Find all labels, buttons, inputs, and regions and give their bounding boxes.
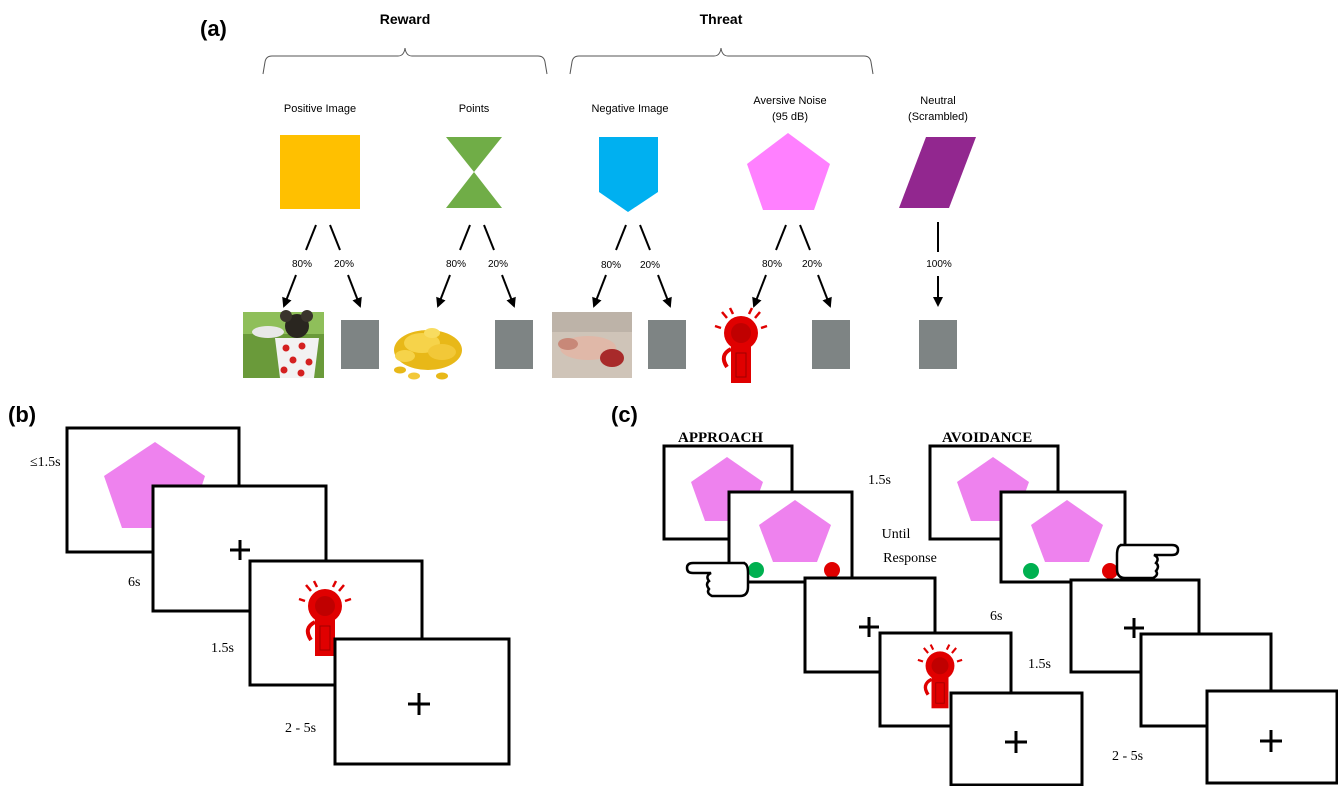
time-iti: 2 - 5s: [1112, 749, 1143, 764]
duration-fixation: 6s: [128, 575, 140, 590]
scrambled-image: [812, 320, 850, 369]
prob-neutral: 100%: [926, 259, 952, 270]
pentagon-cue-shape: [747, 133, 830, 210]
scrambled-image: [648, 320, 686, 369]
scrambled-image: [919, 320, 957, 369]
time-fixation: 6s: [990, 609, 1002, 624]
avoidance-screen-response: [999, 490, 1127, 584]
reward-bracket: [262, 47, 548, 75]
prob-noise-main: 80%: [762, 259, 782, 270]
pentagon-cue-shape: [1031, 500, 1103, 562]
parallelogram-cue-shape: [899, 137, 976, 208]
red-response-button: [1102, 563, 1118, 579]
fixation-cross-icon: [859, 617, 879, 637]
prob-noise-alt: 20%: [802, 259, 822, 270]
pointing-hand-icon: [685, 561, 750, 598]
fixation-cross-icon: [1124, 618, 1144, 638]
scrambled-image: [341, 320, 379, 369]
threat-bracket: [569, 47, 874, 75]
approach-screen-iti: [949, 691, 1084, 786]
prob-negative-main: 80%: [601, 260, 621, 271]
trial-screen-iti: [333, 637, 511, 766]
threat-group-label: Threat: [700, 11, 743, 27]
avoidance-screen-iti: [1205, 689, 1338, 785]
red-response-button: [824, 562, 840, 578]
time-outcome: 1.5s: [1028, 657, 1051, 672]
panel-b-label: (b): [8, 402, 36, 427]
cue-name-positive: Positive Image: [284, 103, 356, 115]
cue-name-neutral: Neutral: [920, 95, 955, 107]
prob-negative-alt: 20%: [640, 260, 660, 271]
pentagon-cue-shape: [759, 500, 831, 562]
fixation-cross-icon: [408, 693, 430, 715]
prob-positive-main: 80%: [292, 259, 312, 270]
cue-name-negative: Negative Image: [591, 103, 668, 115]
cue-name-noise-db: (95 dB): [772, 111, 808, 123]
duration-iti: 2 - 5s: [285, 721, 316, 736]
fixation-cross-icon: [1260, 730, 1282, 752]
reward-group-label: Reward: [380, 11, 431, 27]
duration-outcome: 1.5s: [211, 641, 234, 656]
prob-points-main: 80%: [446, 259, 466, 270]
time-response: Response: [883, 551, 937, 566]
approach-screen-response: [727, 490, 854, 584]
scrambled-image: [495, 320, 533, 369]
probability-arrows: [282, 222, 943, 308]
cue-name-points: Points: [459, 103, 490, 115]
approach-title: APPROACH: [678, 430, 763, 446]
gold-coins: [394, 328, 462, 380]
cue-name-noise: Aversive Noise: [753, 95, 826, 107]
negative-photo: [552, 312, 632, 378]
panel-c-label: (c): [611, 402, 638, 427]
time-until: Until: [882, 527, 911, 542]
cue-name-neutral-scrambled: (Scrambled): [908, 111, 968, 123]
green-response-button: [748, 562, 764, 578]
alarm-bell-icon: [713, 306, 769, 385]
pointing-hand-icon: [1115, 543, 1180, 580]
prob-points-alt: 20%: [488, 259, 508, 270]
prob-positive-alt: 20%: [334, 259, 354, 270]
square-cue-shape: [280, 135, 360, 209]
duration-cue: ≤1.5s: [30, 455, 61, 470]
time-cue: 1.5s: [868, 473, 891, 488]
green-response-button: [1023, 563, 1039, 579]
fixation-cross-icon: [1005, 731, 1027, 753]
puppy-photo: [243, 310, 324, 378]
shield-cue-shape: [599, 137, 658, 212]
hourglass-cue-shape: [446, 137, 502, 208]
fixation-cross-icon: [230, 540, 250, 560]
avoidance-title: AVOIDANCE: [942, 430, 1032, 446]
panel-a-label: (a): [200, 16, 227, 41]
